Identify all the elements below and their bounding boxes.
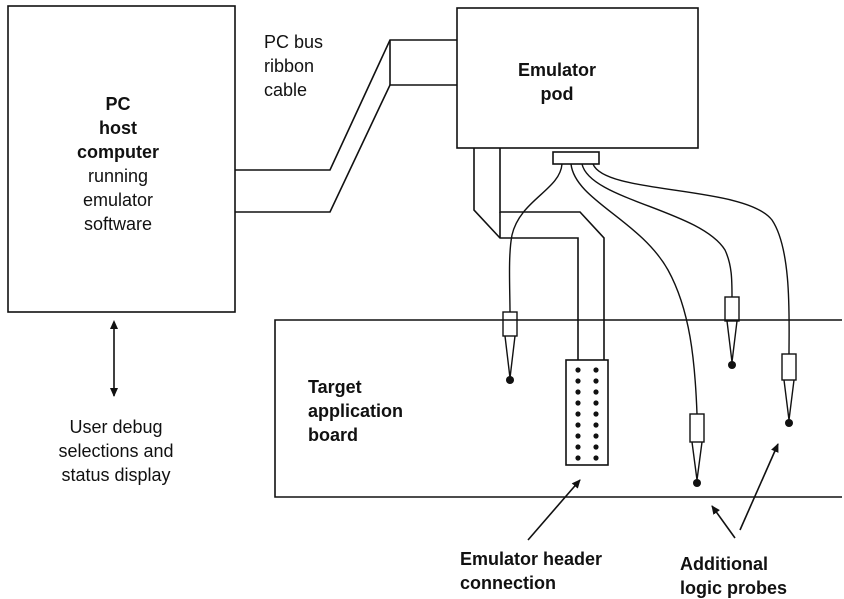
probe-tip-3 [726, 320, 738, 363]
header-callout-arrow [527, 479, 581, 541]
probe-wire-3 [581, 163, 733, 298]
probe-tip-dots [506, 361, 793, 487]
pc-host-desc-line1: running [88, 166, 148, 186]
probes-callout-line2: logic probes [680, 578, 787, 598]
probes-callout-arrow-1 [711, 505, 736, 539]
pc-host-desc-line3: software [84, 214, 152, 234]
ribbon-label-line3: cable [264, 80, 307, 100]
emulator-pod-label-line1: Emulator [518, 60, 596, 80]
emulator-header-connector [565, 359, 609, 466]
probe-wire-1 [508, 163, 563, 313]
ribbon-label-line1: PC bus [264, 32, 323, 52]
probe-wire-2 [570, 163, 698, 415]
target-board-label-line3: board [308, 425, 358, 445]
pod-probe-connector [552, 151, 600, 165]
header-pins [575, 367, 599, 461]
pc-host-title-line1: PC [105, 94, 130, 114]
target-board-label-line1: Target [308, 377, 362, 397]
probe-body-1 [502, 311, 518, 337]
pc-host-box [7, 5, 236, 313]
probe-body-2 [689, 413, 705, 443]
emulator-header-cable [473, 148, 605, 360]
header-callout-line1: Emulator header [460, 549, 602, 569]
probe-tip-1 [504, 335, 516, 379]
probe-body-3 [724, 296, 740, 322]
emulator-pod-box [456, 7, 699, 149]
pc-host-title-line2: host [99, 118, 137, 138]
pc-host-title-line3: computer [77, 142, 159, 162]
probes-callout-arrow-2 [739, 443, 779, 531]
target-board-outline [274, 319, 842, 498]
user-debug-label-line2: selections and [58, 441, 173, 461]
user-debug-label-line3: status display [61, 465, 170, 485]
probe-wire-4 [592, 163, 790, 355]
user-debug-label-line1: User debug [69, 417, 162, 437]
probe-tip-4 [783, 379, 795, 421]
probe-body-4 [781, 353, 797, 381]
pc-host-desc-line2: emulator [83, 190, 153, 210]
probe-tip-2 [691, 441, 703, 481]
target-board-label-line2: application [308, 401, 403, 421]
header-callout-line2: connection [460, 573, 556, 593]
probes-callout-line1: Additional [680, 554, 768, 574]
pc-bus-ribbon-cable [235, 39, 457, 213]
ribbon-label-line2: ribbon [264, 56, 314, 76]
emulator-pod-label-line2: pod [541, 84, 574, 104]
